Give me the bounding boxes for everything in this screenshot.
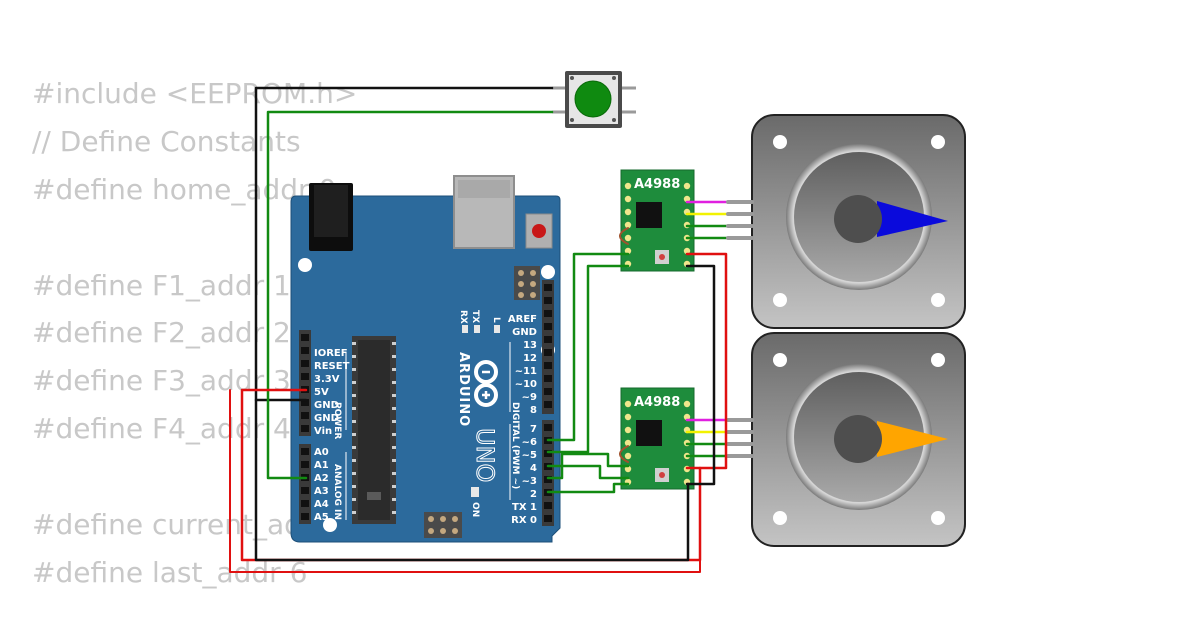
pin-label: A3 [314,486,329,497]
motor-shaft [834,415,882,463]
pin-label: ~5 [522,450,537,461]
pin-label: 12 [523,353,537,364]
rx-led [462,325,468,333]
pin-label: GND [314,400,339,411]
wire-green [266,110,554,480]
stepper-motor [751,114,966,329]
icsp-header-bottom [424,512,462,538]
pin-label: ~6 [522,437,537,448]
mounting-hole [541,265,555,279]
pin-label: 7 [530,424,537,435]
pin-label: IOREF [314,348,348,359]
pin-label: A4 [314,499,329,510]
motor-shaft [834,195,882,243]
wire-red [229,389,701,573]
code-line: // Define Constants [32,124,301,158]
pin-label: AREF [508,314,537,325]
wire-green [546,252,630,442]
power-header-label: POWER [332,402,342,439]
rx-label: RX [458,310,468,324]
pin-label: 13 [523,340,537,351]
wire-black [254,86,554,402]
pin-label: 4 [530,463,537,474]
pin-label: ~11 [515,366,537,377]
digital-pin-labels: AREF GND 13 12 ~11 ~10 ~9 8 7 ~6 ~5 4 ~3… [508,314,537,526]
pin-label: RESET [314,361,350,372]
arduino-uno-board[interactable]: IOREF RESET 3.3V 5V GND GND Vin POWER A0… [290,175,561,543]
mounting-hole [298,258,312,272]
wire-green [546,482,630,494]
a4988-driver: A4988 [620,169,695,272]
code-line: #include <EEPROM.h> [32,77,358,110]
tx-led [474,325,480,333]
pin-label: 2 [530,489,537,500]
analog-header [299,444,311,524]
icsp-header [514,266,540,300]
pin-label: RX 0 [511,515,537,526]
power-pin-labels: IOREF RESET 3.3V 5V GND GND Vin [314,348,350,437]
code-editor-text: #include <EEPROM.h> // Define Constants … [32,70,358,597]
motor-indicator [877,421,948,457]
pin-label: ~3 [522,476,537,487]
code-line: #define home_addr 0 [32,172,337,206]
pin-label: A5 [314,512,329,523]
stepper-motor [751,332,966,547]
pin-label: ~10 [515,379,537,390]
power-header [299,330,311,436]
on-label: ON [470,502,480,517]
driver-label: A4988 [634,395,680,410]
mounting-hole [323,518,337,532]
pin-label: 3.3V [314,374,340,385]
code-line: #define F2_addr 2 [32,316,291,350]
model-label: UNO [471,428,499,482]
push-button[interactable] [552,71,636,128]
motor-indicator [877,201,948,237]
on-led [471,487,479,497]
code-line: #define F3_addr 3 [32,364,291,398]
a4988-driver: A4988 [620,387,695,490]
wire-brown [619,445,629,463]
pin-label: ~9 [522,392,537,403]
code-line: #define last_addr 6 [32,555,308,589]
driver-label: A4988 [634,177,680,192]
analog-pin-labels: A0 A1 A2 A3 A4 A5 [314,447,329,523]
pin-label: A1 [314,460,329,471]
analog-header-label: ANALOG IN [332,464,342,520]
l-led [494,325,500,333]
atmega-chip [352,336,396,524]
pin-label: Vin [314,426,332,437]
wires [229,86,754,573]
arduino-logo-icon [474,360,498,407]
wire-red [240,252,728,562]
digital-header-label: DIGITAL (PWM ~) [510,402,520,489]
wire-green [546,264,630,454]
pin-label: 5V [314,387,329,398]
pin-label: A2 [314,473,329,484]
pin-label: TX 1 [512,502,537,513]
l-label: L [491,317,501,323]
button-cap[interactable] [574,80,612,118]
wire-brown [619,227,629,245]
pin-label: 8 [530,405,537,416]
tx-label: TX [470,310,480,323]
pin-label: GND [512,327,537,338]
pin-label: A0 [314,447,329,458]
code-line: #define F4_addr 4 [32,412,291,446]
code-line: #define F1_addr 1 [32,268,291,302]
pin-label: GND [314,413,339,424]
reset-button[interactable] [525,213,553,249]
wire-green [546,464,630,480]
brand-label: ARDUINO [456,352,471,427]
digital-header-lower [542,420,554,526]
digital-header-upper [542,280,554,414]
wire-green [546,452,630,480]
